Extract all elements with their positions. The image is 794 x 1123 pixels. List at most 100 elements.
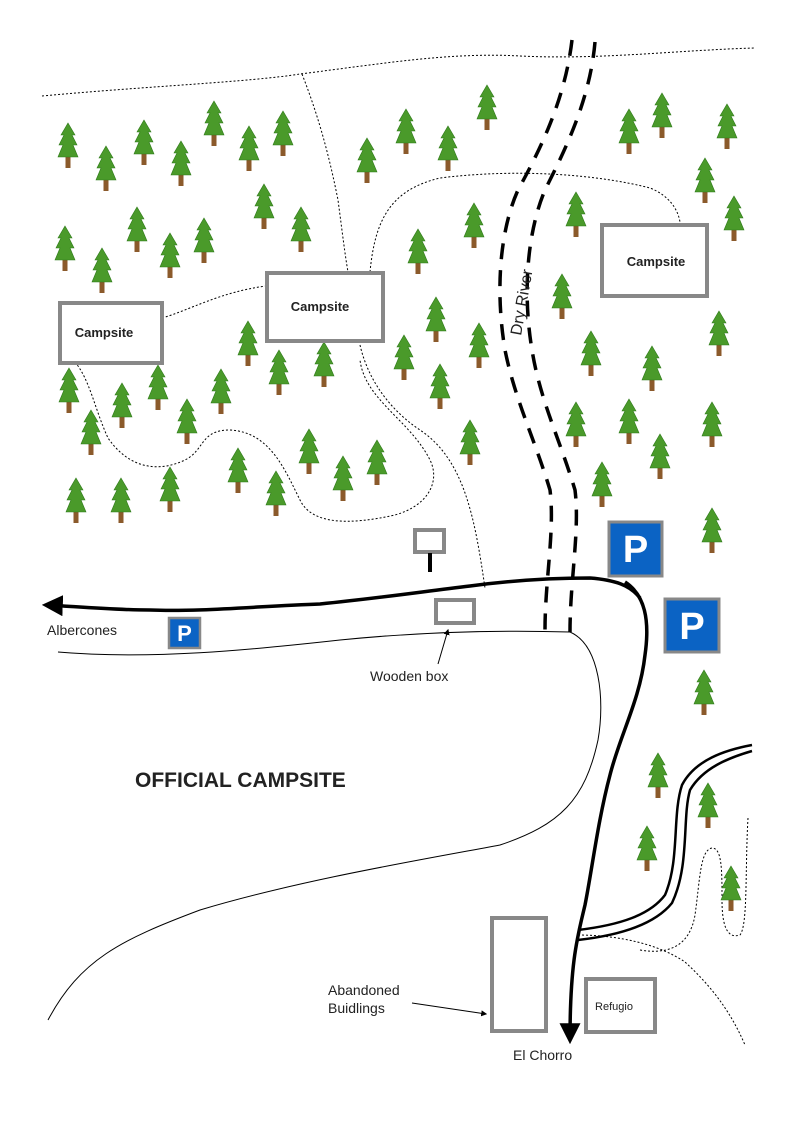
pine-tree-icon [159, 232, 181, 278]
el-chorro-label: El Chorro [513, 1047, 572, 1063]
pine-tree-icon [298, 428, 320, 474]
pine-tree-icon [463, 202, 485, 248]
pine-tree-icon [227, 447, 249, 493]
branch-road-outer [577, 743, 753, 932]
parking-2-symbol: P [679, 606, 704, 648]
parking-icon [663, 597, 721, 654]
pine-tree-icon [159, 466, 181, 512]
parking-3-symbol: P [177, 621, 192, 646]
campsite-center-label: Campsite [291, 299, 350, 314]
parking-icon [607, 520, 664, 578]
trail-top-to-campsite [301, 73, 349, 273]
pine-tree-icon [193, 217, 215, 263]
parking-1-symbol: P [623, 529, 648, 571]
pine-tree-icon [565, 191, 587, 237]
pine-tree-icon [237, 320, 259, 366]
refugio-label: Refugio [595, 1001, 633, 1013]
pine-tree-icon [697, 782, 719, 828]
branch-road-inner [577, 749, 753, 942]
pine-tree-icon [126, 206, 148, 252]
pine-tree-icon [720, 865, 742, 911]
pine-tree-icon [651, 92, 673, 138]
pine-tree-icon [393, 334, 415, 380]
wooden-box-pointer [437, 628, 450, 665]
pine-tree-icon [110, 477, 132, 523]
pine-tree-icon [95, 145, 117, 191]
pine-tree-icon [57, 122, 79, 168]
pine-tree-icon [65, 477, 87, 523]
pine-tree-icon [694, 157, 716, 203]
pine-tree-icon [407, 228, 429, 274]
pine-tree-icon [356, 137, 378, 183]
pine-tree-icon [133, 119, 155, 165]
pine-tree-icon [459, 419, 481, 465]
pine-tree-icon [591, 461, 613, 507]
top-trail [41, 47, 756, 97]
dry-river-east-bank [525, 41, 597, 633]
trail-campsite-left [161, 285, 267, 319]
pine-tree-icon [716, 103, 738, 149]
abandoned-buildings [490, 916, 548, 1033]
official-campsite-title: OFFICIAL CAMPSITE [135, 769, 346, 792]
roads [41, 576, 649, 1045]
pine-tree-icon [647, 752, 669, 798]
dry-river-label: Dry River [508, 267, 536, 336]
refugio: Refugio [584, 977, 657, 1034]
pine-tree-icon [176, 398, 198, 444]
parking-3: P [167, 616, 202, 650]
pine-tree-icon [551, 273, 573, 319]
wooden-box [434, 598, 476, 625]
campsite-center: Campsite [265, 271, 385, 343]
pine-tree-icon [708, 310, 730, 356]
pine-tree-icon [425, 296, 447, 342]
road-to-albercones [41, 576, 642, 617]
abandoned-label-1: Abandoned [328, 982, 400, 998]
dry-river-west-bank [498, 39, 574, 631]
parking-icon [167, 616, 202, 650]
abandoned-pointer [411, 1002, 488, 1017]
pine-tree-icon [723, 195, 745, 241]
pine-tree-icon [203, 100, 225, 146]
pine-tree-icon [701, 507, 723, 553]
pine-tree-icon [476, 84, 498, 130]
pine-tree-icon [80, 409, 102, 455]
official-campsite-boundary [47, 630, 602, 1021]
pine-tree-icon [54, 225, 76, 271]
pine-tree-icon [272, 110, 294, 156]
pine-tree-icon [366, 439, 388, 485]
wooden-box-label: Wooden box [370, 668, 448, 684]
road-to-el-chorro [559, 580, 649, 1045]
pine-tree-icon [618, 108, 640, 154]
pine-tree-icon [268, 349, 290, 395]
trail-to-road [359, 344, 486, 589]
abandoned-label-2: Buidlings [328, 1000, 385, 1016]
trail-east-2 [639, 817, 749, 952]
forest [54, 84, 745, 911]
albercones-label: Albercones [47, 622, 117, 638]
trails [41, 47, 756, 1046]
pine-tree-icon [91, 247, 113, 293]
parking-1: P [607, 520, 664, 578]
pine-tree-icon [565, 401, 587, 447]
pine-tree-icon [395, 108, 417, 154]
signpost [413, 528, 446, 572]
pine-tree-icon [290, 206, 312, 252]
campsite-right: Campsite [600, 223, 709, 298]
boundary-north [47, 630, 602, 1021]
parking-2: P [663, 597, 721, 654]
pine-tree-icon [701, 401, 723, 447]
pine-tree-icon [313, 341, 335, 387]
pine-tree-icon [618, 398, 640, 444]
dry-river [498, 39, 597, 633]
campsite-left-label: Campsite [75, 325, 134, 340]
pine-tree-icon [580, 330, 602, 376]
pine-tree-icon [636, 825, 658, 871]
pine-tree-icon [641, 345, 663, 391]
pine-tree-icon [649, 433, 671, 479]
trail-east-1 [577, 934, 746, 1046]
pine-tree-icon [253, 183, 275, 229]
pine-tree-icon [332, 455, 354, 501]
pine-tree-icon [111, 382, 133, 428]
pine-tree-icon [693, 669, 715, 715]
